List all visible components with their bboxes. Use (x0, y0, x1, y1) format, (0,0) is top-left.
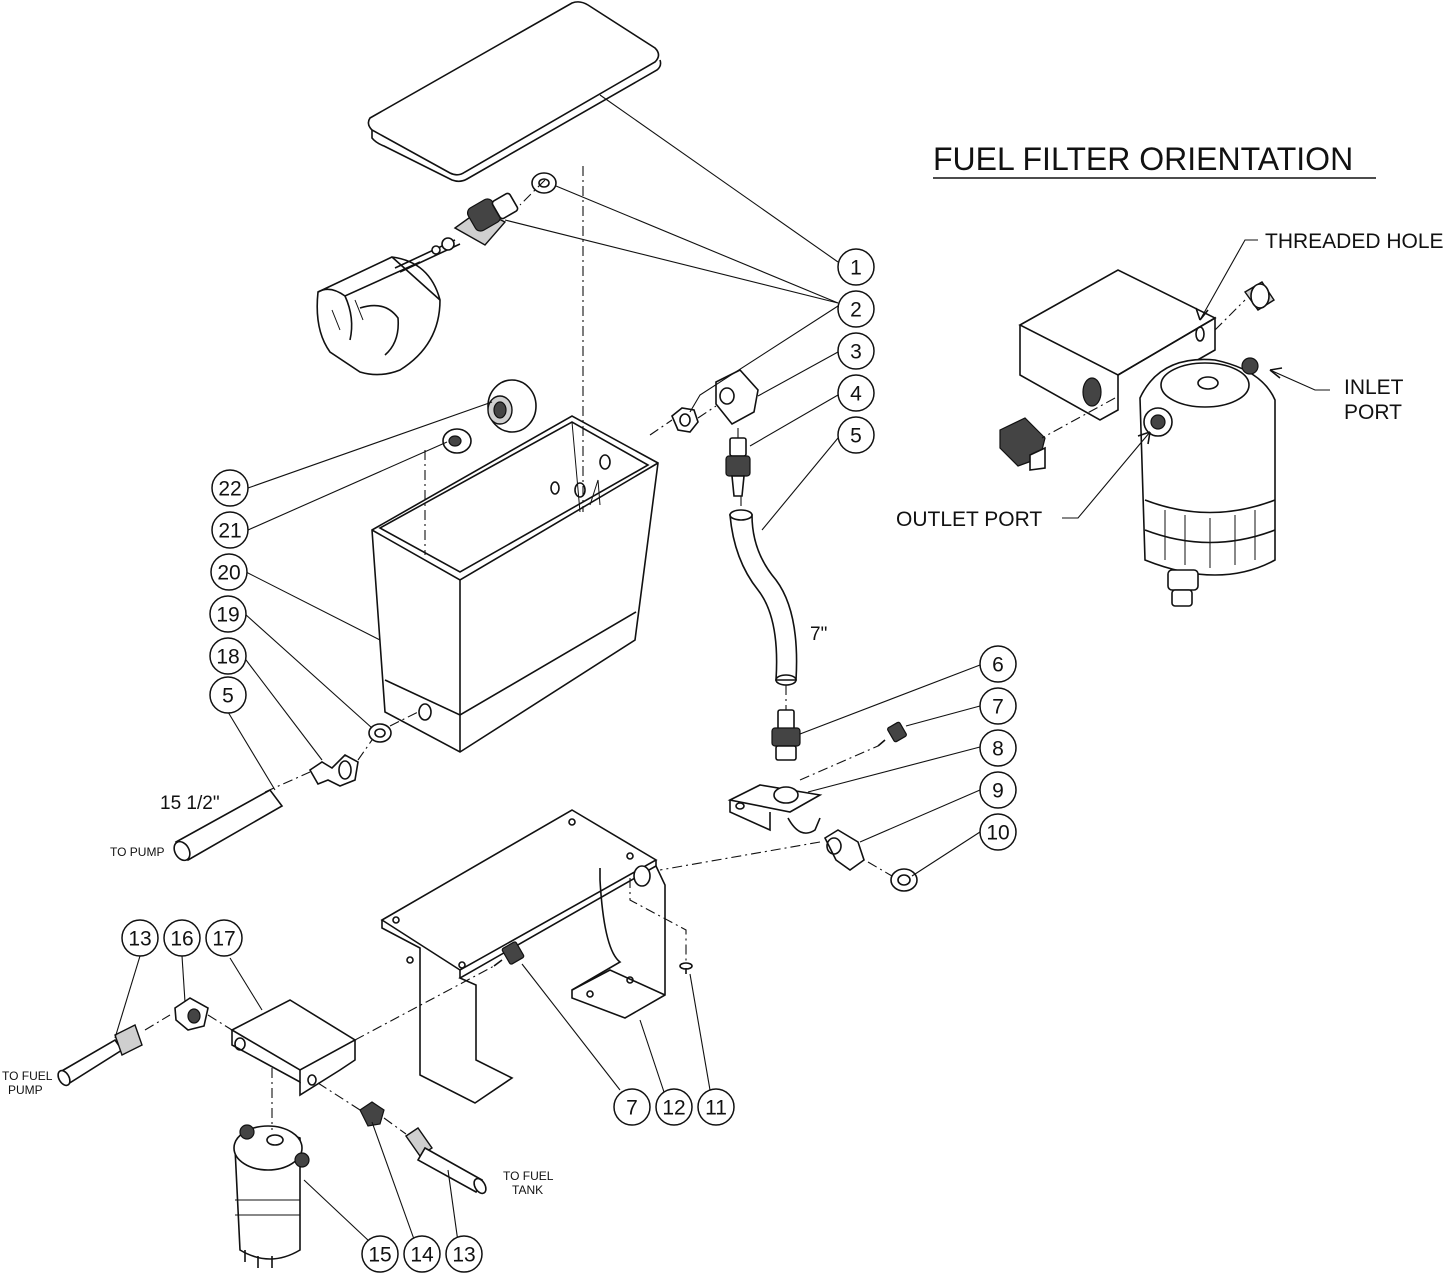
nut-fitting (442, 428, 472, 454)
tank-outlet-fitting (308, 754, 359, 787)
fitting-lower (771, 709, 801, 761)
balloon-14: 14 (403, 1235, 441, 1273)
hose-upper: 7" (729, 509, 827, 686)
fuel-tank (371, 415, 659, 753)
hose-to-fuel-pump: TO FUEL PUMP (2, 1024, 143, 1097)
callout-inlet-port-line2: PORT (1344, 401, 1402, 424)
filter-bracket (230, 999, 357, 1097)
grommet (487, 379, 537, 433)
svg-text:7: 7 (992, 696, 1004, 719)
balloon-5-upper: 5 (837, 416, 875, 454)
balloon-6: 6 (979, 645, 1017, 683)
hose-lower: 15 1/2" TO PUMP (110, 788, 284, 862)
balloon-7-lower: 7 (613, 1088, 651, 1126)
bolt-lower (493, 941, 525, 967)
balloon-15: 15 (361, 1235, 399, 1273)
svg-text:12: 12 (662, 1097, 685, 1120)
elbow-fitting (715, 369, 759, 426)
svg-text:16: 16 (170, 928, 193, 951)
dim-hose-lower: 15 1/2" (160, 793, 220, 814)
svg-text:5: 5 (850, 425, 862, 448)
washer-10 (890, 868, 918, 892)
svg-text:8: 8 (992, 738, 1004, 761)
centerlines (144, 166, 1246, 1135)
balloon-8: 8 (979, 729, 1017, 767)
svg-text:15: 15 (368, 1244, 391, 1267)
svg-text:19: 19 (216, 604, 239, 627)
hose-to-fuel-tank: TO FUEL TANK (405, 1127, 554, 1197)
note-to-fuel-pump-2: PUMP (8, 1083, 43, 1097)
svg-text:9: 9 (992, 780, 1004, 803)
svg-text:3: 3 (850, 341, 862, 364)
balloon-16: 16 (163, 919, 201, 957)
balloon-19: 19 (209, 595, 247, 633)
filter-orientation-detail (999, 269, 1276, 607)
balloon-22: 22 (211, 469, 249, 507)
note-to-fuel-tank-1: TO FUEL (503, 1169, 554, 1183)
svg-text:13: 13 (452, 1244, 475, 1267)
o-ring-19 (368, 723, 392, 743)
svg-text:1: 1 (850, 257, 862, 280)
balloon-5-lower: 5 (209, 676, 247, 714)
bolt-upper (877, 721, 907, 747)
balloon-9: 9 (979, 771, 1017, 809)
svg-text:21: 21 (218, 520, 241, 543)
balloon-3: 3 (837, 332, 875, 370)
dim-hose-upper: 7" (810, 624, 827, 645)
svg-text:4: 4 (850, 383, 862, 406)
note-to-fuel-pump-1: TO FUEL (2, 1069, 53, 1083)
main-bracket (380, 809, 666, 1104)
balloon-11: 11 (697, 1088, 735, 1126)
fitting-9 (823, 829, 865, 871)
svg-text:7: 7 (626, 1097, 638, 1120)
balloon-7-upper: 7 (979, 687, 1017, 725)
leader-lines (114, 94, 981, 1243)
elbow-16 (174, 997, 209, 1031)
svg-text:2: 2 (850, 299, 862, 322)
bulkhead-nut (671, 407, 699, 433)
balloon-2: 2 (837, 290, 875, 328)
tank-lid (367, 1, 662, 183)
svg-text:13: 13 (128, 928, 151, 951)
balloon-21: 21 (211, 511, 249, 549)
balloon-10: 10 (979, 813, 1017, 851)
fuel-filter-lower (233, 1124, 310, 1268)
float-sender-assembly (316, 192, 519, 376)
balloon-20: 20 (210, 553, 248, 591)
screw-11 (679, 962, 693, 974)
svg-text:17: 17 (212, 928, 235, 951)
svg-text:20: 20 (217, 562, 240, 585)
svg-text:18: 18 (216, 646, 239, 669)
hose-barb-upper (725, 437, 751, 497)
balloon-4: 4 (837, 374, 875, 412)
svg-text:11: 11 (705, 1097, 727, 1120)
svg-text:22: 22 (218, 478, 241, 501)
callout-threaded-hole: THREADED HOLE (1265, 230, 1444, 253)
svg-text:5: 5 (222, 685, 234, 708)
diagram-title: FUEL FILTER ORIENTATION (933, 141, 1353, 177)
note-to-pump: TO PUMP (110, 845, 164, 859)
balloon-13-right: 13 (445, 1235, 483, 1273)
fitting-14 (359, 1101, 385, 1127)
svg-text:6: 6 (992, 654, 1004, 677)
callout-inlet-port-line1: INLET (1344, 376, 1404, 399)
balloon-1: 1 (837, 248, 875, 286)
small-bracket (727, 784, 823, 834)
balloon-13-left: 13 (121, 919, 159, 957)
callout-outlet-port: OUTLET PORT (896, 508, 1042, 531)
note-to-fuel-tank-2: TANK (512, 1183, 543, 1197)
balloon-17: 17 (205, 919, 243, 957)
svg-text:14: 14 (410, 1244, 434, 1267)
balloon-12: 12 (655, 1088, 693, 1126)
svg-text:10: 10 (986, 822, 1009, 845)
sender-gasket (531, 172, 557, 194)
balloon-18: 18 (209, 637, 247, 675)
